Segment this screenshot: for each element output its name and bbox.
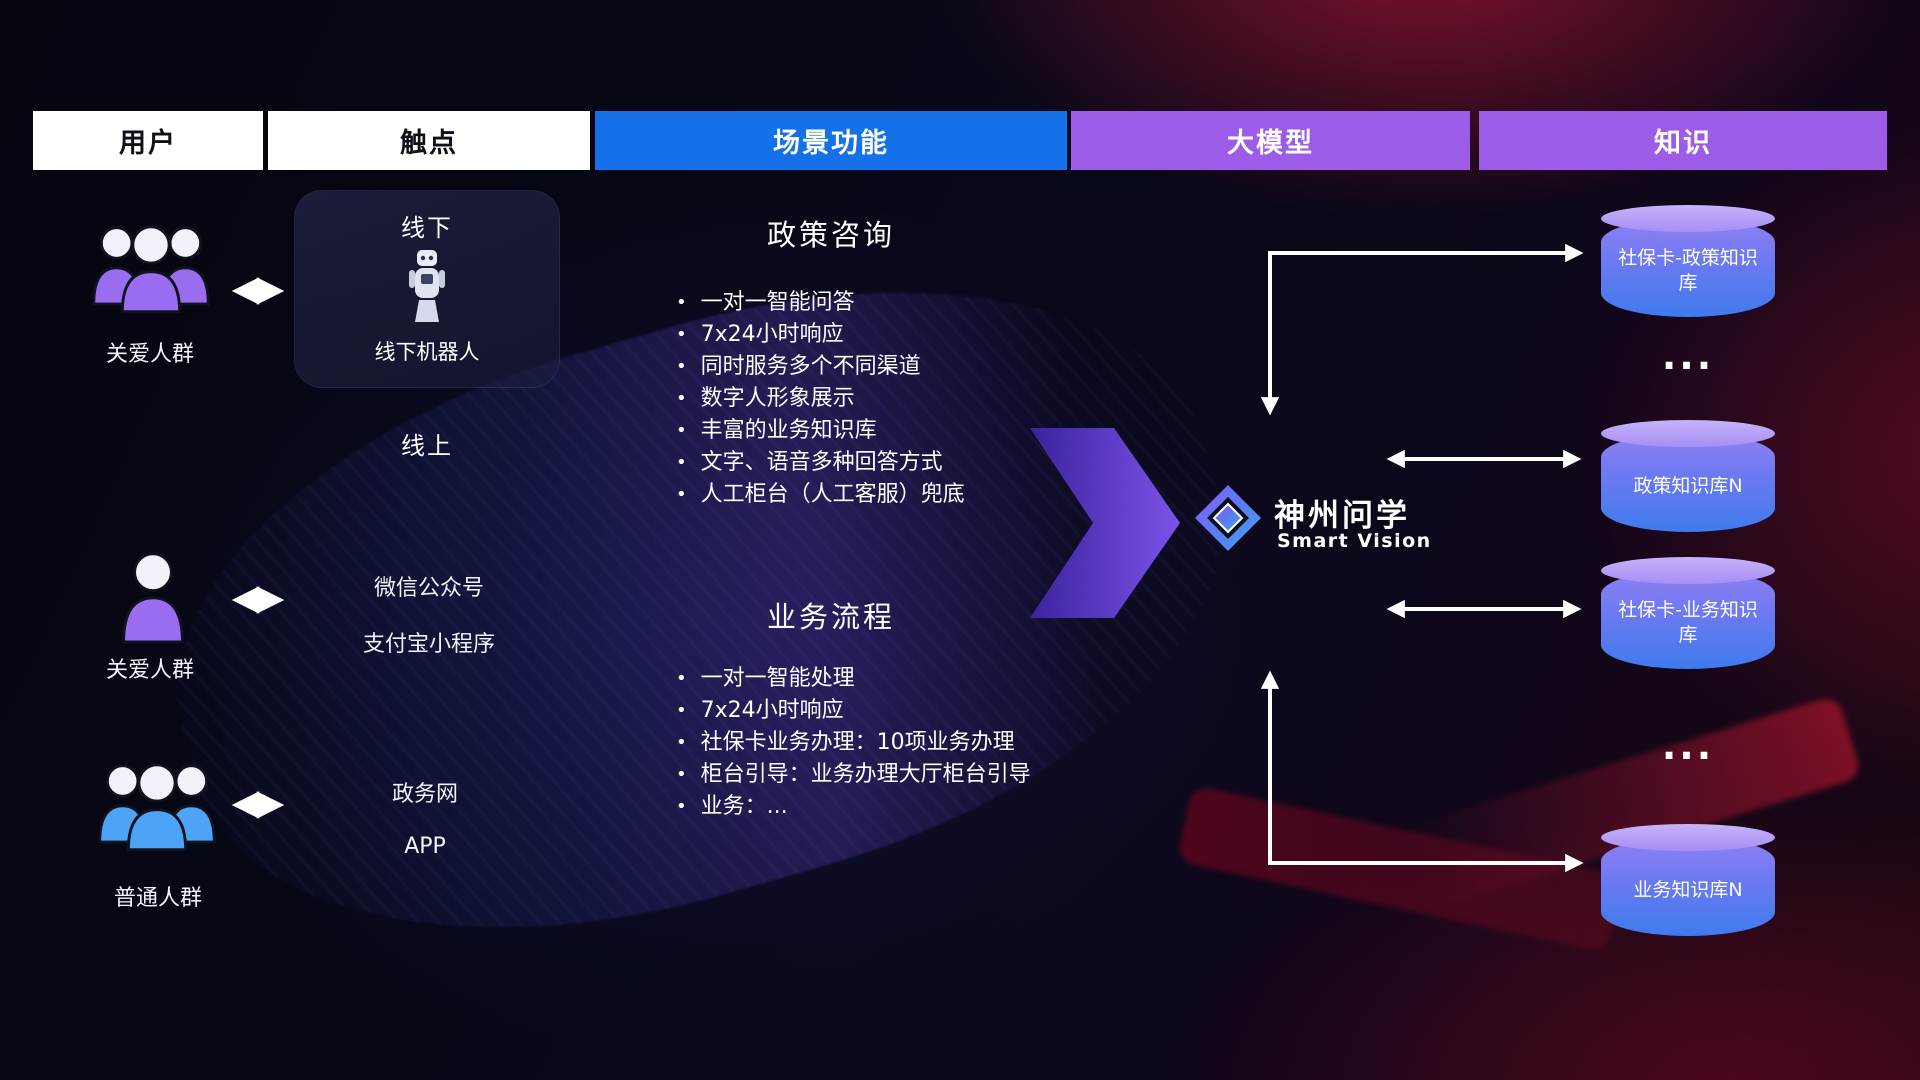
people-group-icon [98, 763, 216, 852]
ellipsis-more: ... [1661, 724, 1715, 768]
ellipsis-more: ... [1661, 334, 1715, 378]
database-label: 政策知识库N [1633, 474, 1743, 497]
person-icon [122, 552, 184, 644]
knowledge-db-policy-n: 政策知识库N [1601, 420, 1775, 532]
list-item: 人工柜台（人工客服）兜底 [676, 484, 965, 506]
channel-gov-web: 政务网 [391, 782, 458, 807]
list-item: 一对一智能处理 [676, 668, 1031, 690]
business-feature-list: 一对一智能处理 7x24小时响应 社保卡业务办理：10项业务办理 柜台引导：业务… [676, 668, 1031, 818]
knowledge-db-business-ssc: 社保卡-业务知识库 [1601, 557, 1775, 669]
channel-wechat: 微信公众号 [373, 576, 484, 601]
database-icon [1601, 218, 1775, 317]
header-cell-users: 用户 [33, 111, 263, 170]
model-subtitle: Smart Vision [1277, 530, 1432, 552]
channel-alipay: 支付宝小程序 [362, 632, 495, 657]
list-item: 柜台引导：业务办理大厅柜台引导 [676, 764, 1031, 786]
list-item: 业务：... [676, 796, 1031, 818]
list-item: 丰富的业务知识库 [676, 420, 965, 442]
policy-feature-list: 一对一智能问答 7x24小时响应 同时服务多个不同渠道 数字人形象展示 丰富的业… [676, 292, 965, 506]
policy-section-title: 政策咨询 [766, 218, 895, 252]
list-item: 数字人形象展示 [676, 388, 965, 410]
database-label: 社保卡-业务知识库 [1618, 599, 1758, 646]
robot-icon [409, 250, 445, 322]
header-cell-model: 大模型 [1071, 111, 1470, 170]
knowledge-db-policy-ssc: 社保卡-政策知识库 [1601, 205, 1775, 317]
list-item: 社保卡业务办理：10项业务办理 [676, 732, 1031, 754]
offline-title: 线下 [401, 214, 453, 242]
list-item: 7x24小时响应 [676, 324, 965, 346]
people-group-icon [92, 225, 210, 314]
offline-robot-label: 线下机器人 [374, 340, 480, 364]
database-icon-cap [1601, 557, 1775, 584]
database-label: 社保卡-政策知识库 [1618, 247, 1758, 294]
model-name: 神州问学 [1274, 498, 1410, 534]
database-icon [1601, 433, 1775, 532]
list-item: 一对一智能问答 [676, 292, 965, 314]
user-group-label: 关爱人群 [105, 658, 194, 683]
database-icon [1601, 837, 1775, 936]
list-item: 同时服务多个不同渠道 [676, 356, 965, 378]
database-icon-cap [1601, 824, 1775, 851]
database-icon-cap [1601, 420, 1775, 447]
list-item: 文字、语音多种回答方式 [676, 452, 965, 474]
model-logo-icon [1195, 485, 1261, 551]
header-cell-knowledge: 知识 [1479, 111, 1887, 170]
database-icon-cap [1601, 205, 1775, 232]
database-icon [1601, 570, 1775, 669]
header-cell-touchpoints: 触点 [268, 111, 590, 170]
user-group-label: 关爱人群 [105, 342, 194, 367]
online-title: 线上 [401, 432, 453, 460]
header-cell-scenarios: 场景功能 [595, 111, 1067, 170]
channel-app: APP [404, 834, 446, 859]
user-group-label: 普通人群 [113, 886, 202, 911]
list-item: 7x24小时响应 [676, 700, 1031, 722]
business-section-title: 业务流程 [766, 600, 895, 634]
knowledge-db-business-n: 业务知识库N [1601, 824, 1775, 936]
database-label: 业务知识库N [1633, 878, 1743, 901]
